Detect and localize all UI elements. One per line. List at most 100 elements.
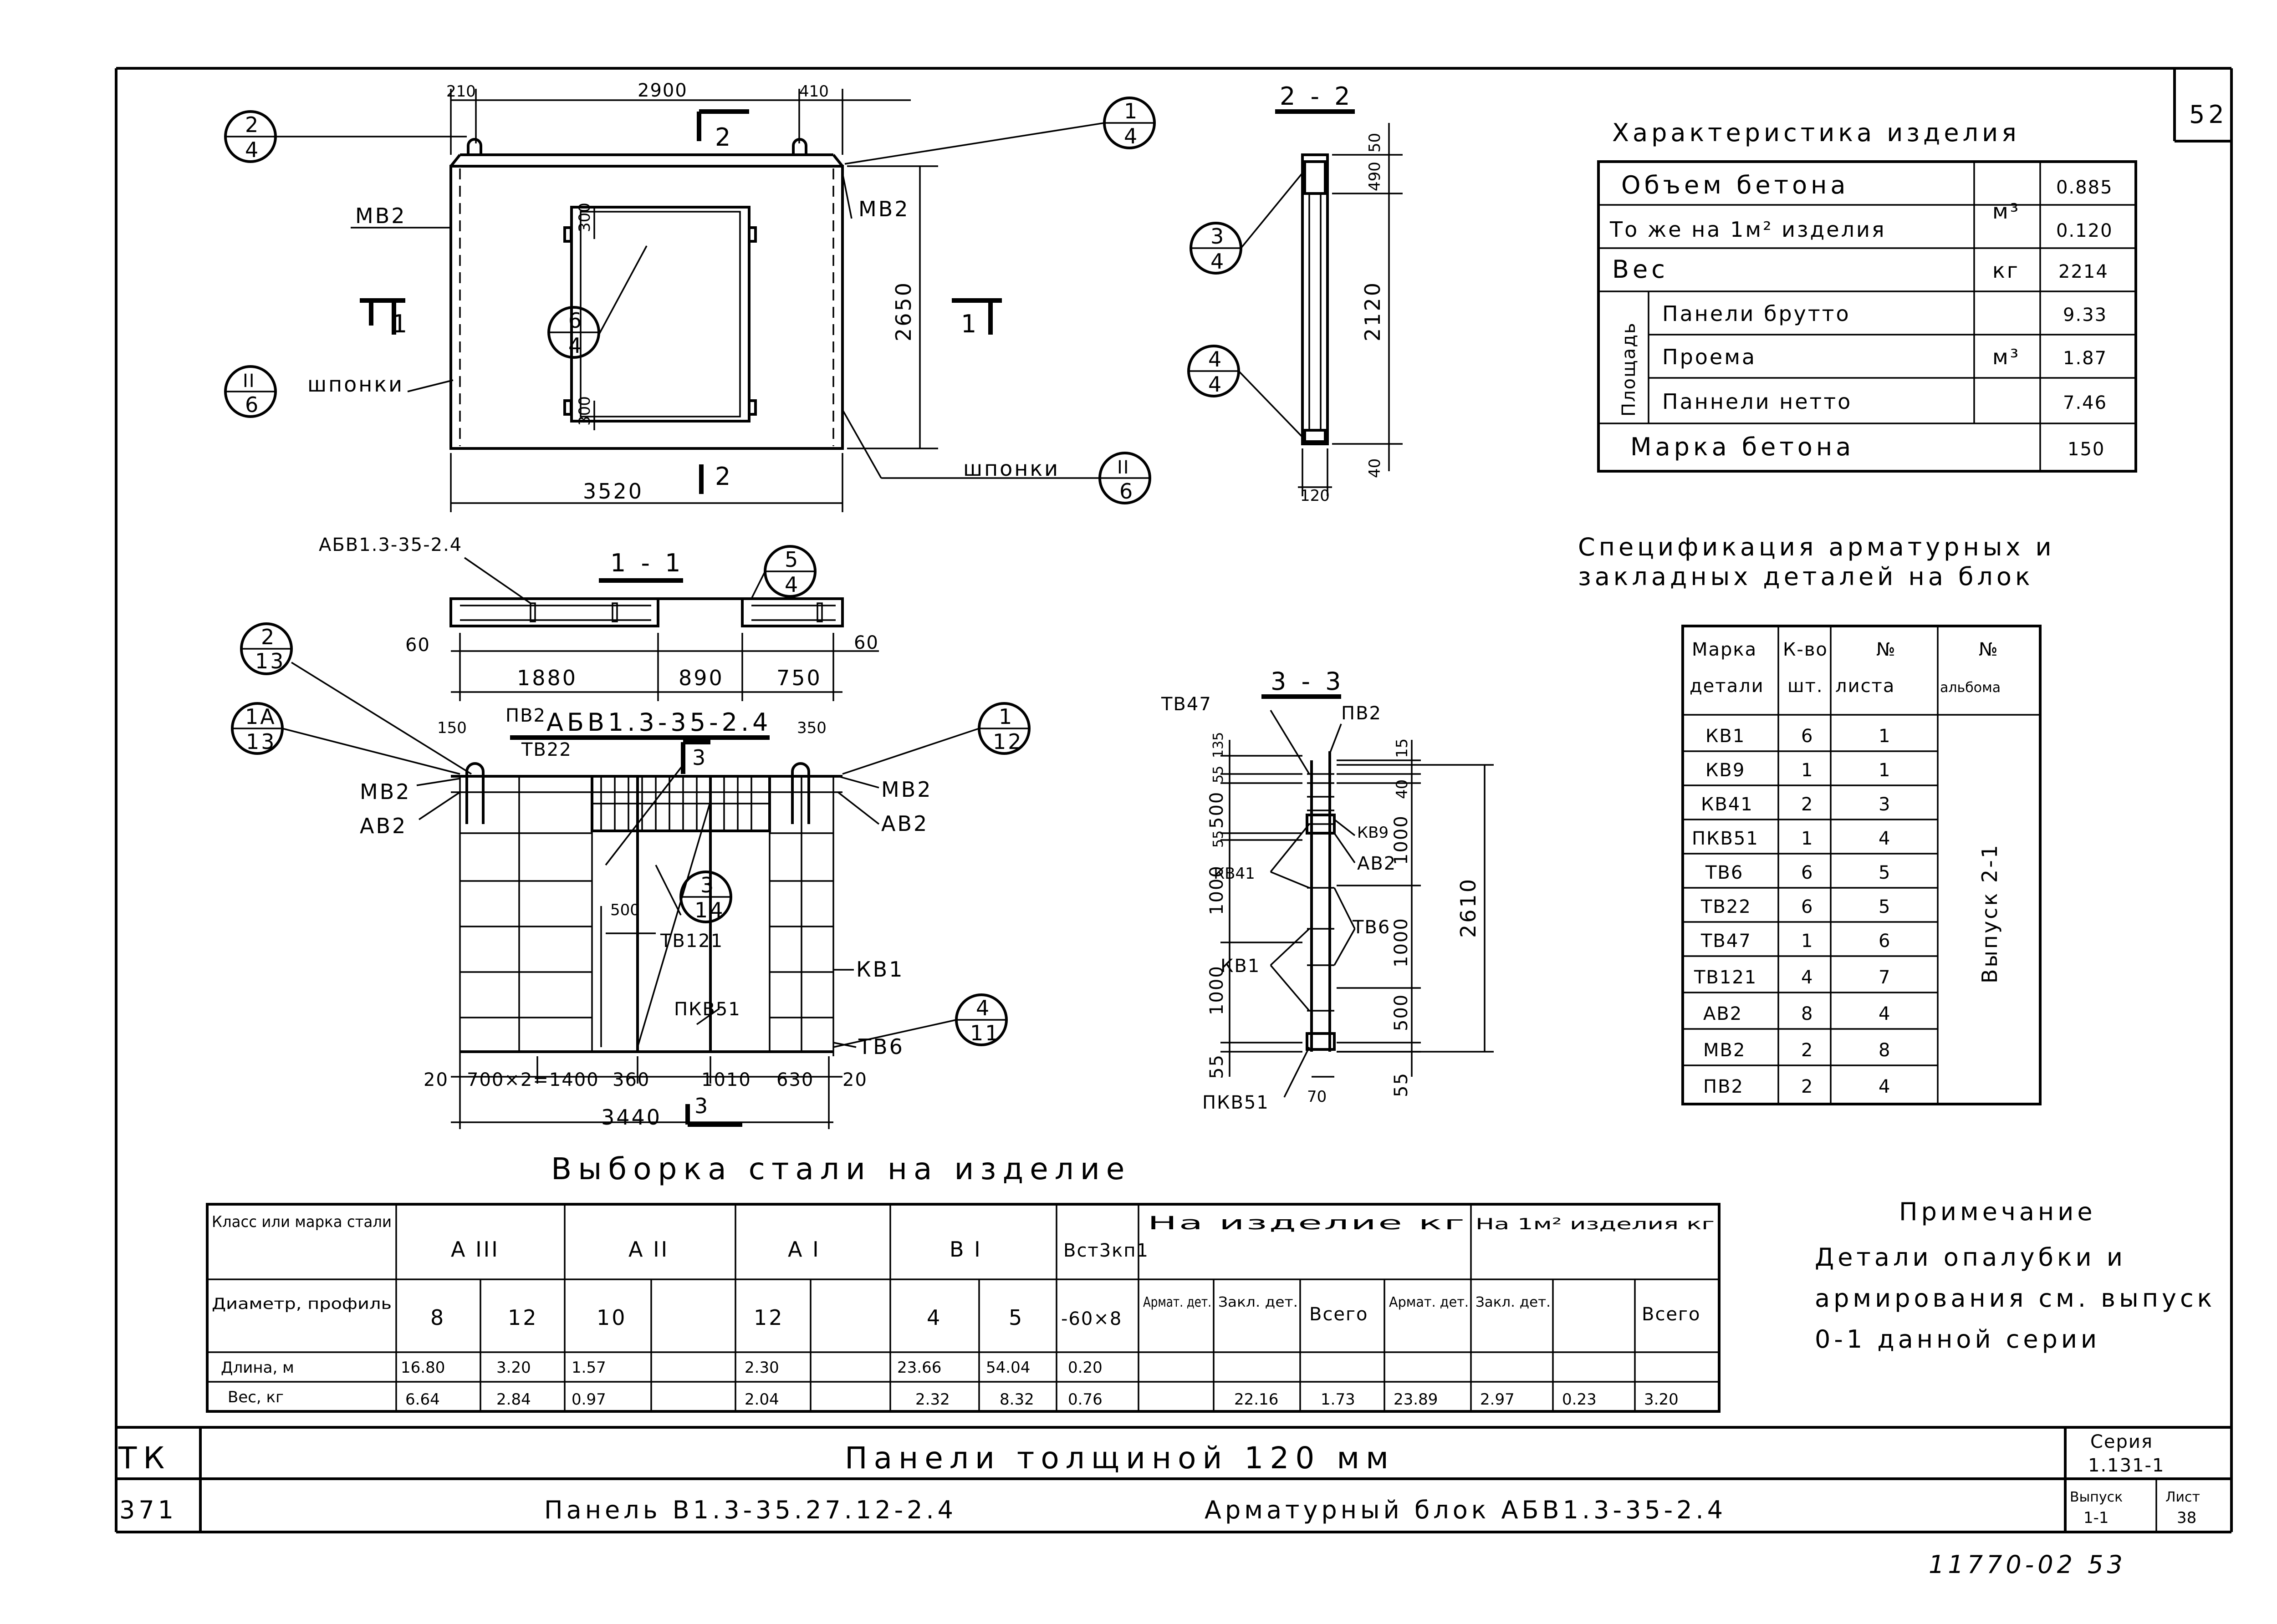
svg-text:22.16: 22.16 bbox=[1234, 1390, 1278, 1409]
char-row-5-value: 1.87 bbox=[2063, 348, 2107, 369]
label-tv6: ТВ6 bbox=[858, 1034, 904, 1059]
callout-block-e: 4 11 bbox=[955, 993, 1008, 1046]
callout-section-2-2-b: 4 4 bbox=[1187, 345, 1240, 397]
char-row-3-unit: кг bbox=[1992, 258, 2020, 283]
footer-subtitle-left: Панель В1.3-35.27.12-2.4 bbox=[544, 1496, 957, 1524]
s11-dim-60a: 60 bbox=[405, 635, 430, 656]
char-row-6-name: Паннели нетто bbox=[1662, 389, 1852, 414]
steel-sum-values: 22.16 1.73 23.89 2.97 0.23 3.20 bbox=[1234, 1390, 1679, 1409]
svg-text:23.66: 23.66 bbox=[897, 1359, 941, 1377]
label-mv2-right: МВ2 bbox=[858, 197, 910, 221]
svg-text:2: 2 bbox=[1801, 794, 1813, 815]
char-row-4-name: Панели брутто bbox=[1662, 301, 1851, 326]
char-row-4-value: 9.33 bbox=[2063, 305, 2107, 326]
block-dim-630: 630 bbox=[776, 1069, 814, 1090]
series-value: 1.131-1 bbox=[2088, 1455, 2165, 1476]
svg-text:2: 2 bbox=[245, 112, 260, 137]
block-dim-20a: 20 bbox=[424, 1069, 449, 1090]
s33-label-kv1: КВ1 bbox=[1220, 956, 1260, 977]
spec-h-sheet-2: листа bbox=[1835, 676, 1895, 697]
s11-dim-60b: 60 bbox=[854, 632, 879, 653]
callout-panel-d: II 6 bbox=[224, 365, 277, 418]
s33-label-pkv51: ПКВ51 bbox=[1202, 1092, 1269, 1113]
issue-label: Выпуск bbox=[2070, 1489, 2123, 1505]
svg-text:Всего: Всего bbox=[1309, 1304, 1368, 1325]
callout-block-a: 2 13 bbox=[240, 622, 293, 675]
steel-class-a3: А III bbox=[451, 1237, 500, 1262]
label-tv22: ТВ22 bbox=[521, 739, 572, 760]
svg-text:4: 4 bbox=[1210, 249, 1225, 274]
dim-opening-bottom: 300 bbox=[576, 396, 594, 426]
s33-dim-right-15: 15 bbox=[1393, 738, 1411, 758]
spec-row-7-mark: ТВ47 bbox=[1700, 931, 1751, 952]
label-shponki-right: шпонки bbox=[963, 456, 1060, 481]
s33-label-kv9: КВ9 bbox=[1357, 824, 1389, 842]
sheet-value: 38 bbox=[2177, 1509, 2196, 1527]
steel-title: Выборка стали на изделие bbox=[551, 1151, 1131, 1186]
s33-label-tv6: ТВ6 bbox=[1352, 917, 1390, 938]
spec-row-6-mark: ТВ22 bbox=[1700, 896, 1751, 917]
svg-text:Закл. дет.: Закл. дет. bbox=[1475, 1294, 1551, 1310]
spec-h-qty-2: шт. bbox=[1787, 676, 1823, 697]
svg-text:12: 12 bbox=[754, 1305, 784, 1330]
label-mv2-left: МВ2 bbox=[355, 204, 407, 228]
dim-width: 3520 bbox=[583, 479, 643, 504]
label-shponki-left: шпонки bbox=[307, 372, 404, 397]
callout-block-d: 3 14 bbox=[679, 871, 732, 923]
label-kv1: КВ1 bbox=[856, 957, 904, 982]
s22-dim-bottom: 40 bbox=[1366, 458, 1384, 478]
s22-dim-height: 2120 bbox=[1360, 281, 1385, 341]
svg-text:6: 6 bbox=[1801, 862, 1813, 883]
spec-row-2-mark: КВ9 bbox=[1705, 760, 1745, 781]
spec-h-qty-1: К-во bbox=[1783, 639, 1828, 660]
svg-text:1: 1 bbox=[1879, 726, 1891, 747]
section-2-2 bbox=[1238, 109, 1403, 496]
s33-label-av2: АВ2 bbox=[1357, 853, 1396, 874]
steel-weight-label: Вес, кг bbox=[228, 1388, 284, 1406]
char-row-4-unit: м³ bbox=[1992, 345, 2020, 369]
dim-height: 2650 bbox=[891, 281, 916, 341]
s33-label-tv47: ТВ47 bbox=[1161, 694, 1212, 715]
s33-dim-right-40: 40 bbox=[1393, 779, 1411, 799]
spec-row-9-mark: АВ2 bbox=[1703, 1003, 1742, 1024]
spec-h-album-2: альбома bbox=[1940, 680, 2001, 696]
s33-dim-right-1000a: 1000 bbox=[1391, 815, 1412, 865]
s33-dim-left-135: 135 bbox=[1210, 732, 1226, 758]
svg-text:2.97: 2.97 bbox=[1480, 1390, 1515, 1409]
svg-text:11: 11 bbox=[970, 1021, 1001, 1045]
spec-row-11-mark: ПВ2 bbox=[1703, 1076, 1744, 1097]
svg-text:4: 4 bbox=[927, 1305, 942, 1330]
steel-weight-row: 6.64 2.84 0.97 2.04 2.32 8.32 0.76 bbox=[405, 1390, 1103, 1409]
char-row-2-name: То же на 1м² изделия bbox=[1609, 217, 1886, 242]
block-title: АБВ1.3-35-2.4 bbox=[546, 708, 771, 737]
callout-panel-a: 2 4 bbox=[224, 110, 277, 163]
callout-block-c: 1 12 bbox=[978, 702, 1031, 755]
spec-row-3-mark: КВ41 bbox=[1701, 794, 1753, 815]
block-dim-total: 3440 bbox=[601, 1105, 662, 1130]
spec-row-1-mark: КВ1 bbox=[1705, 726, 1745, 747]
svg-text:10: 10 bbox=[597, 1305, 627, 1330]
s33-dim-left-1000a: 1000 bbox=[1206, 865, 1227, 915]
s33-dim-left-500: 500 bbox=[1206, 791, 1227, 829]
svg-text:4: 4 bbox=[568, 333, 583, 358]
svg-text:4: 4 bbox=[245, 137, 260, 162]
steel-diameter-row: 8 12 10 12 4 5 -60×8 bbox=[430, 1305, 1121, 1330]
spec-h-mark-2: детали bbox=[1690, 676, 1764, 697]
section-mark-1-right: 1 bbox=[961, 310, 980, 338]
block-dim-1010: 1010 bbox=[701, 1069, 751, 1090]
svg-text:1: 1 bbox=[1879, 760, 1891, 781]
callout-panel-c: 6 4 bbox=[547, 306, 600, 359]
steel-table bbox=[206, 1203, 1721, 1413]
svg-text:4: 4 bbox=[1124, 124, 1139, 148]
spec-row-10-mark: МВ2 bbox=[1703, 1040, 1746, 1061]
char-row-7-name: Марка бетона bbox=[1630, 433, 1854, 461]
s22-dim-width: 120 bbox=[1300, 487, 1330, 505]
panel-leaders bbox=[273, 122, 1105, 479]
svg-text:4: 4 bbox=[1879, 1076, 1891, 1097]
svg-text:3: 3 bbox=[1879, 794, 1891, 815]
svg-text:8: 8 bbox=[1879, 1040, 1891, 1061]
char-row-6-value: 7.46 bbox=[2063, 392, 2107, 413]
dim-top-right: 410 bbox=[799, 82, 829, 101]
spec-row-8-mark: ТВ121 bbox=[1694, 967, 1757, 988]
block-dim-mid: 500 bbox=[610, 901, 640, 919]
